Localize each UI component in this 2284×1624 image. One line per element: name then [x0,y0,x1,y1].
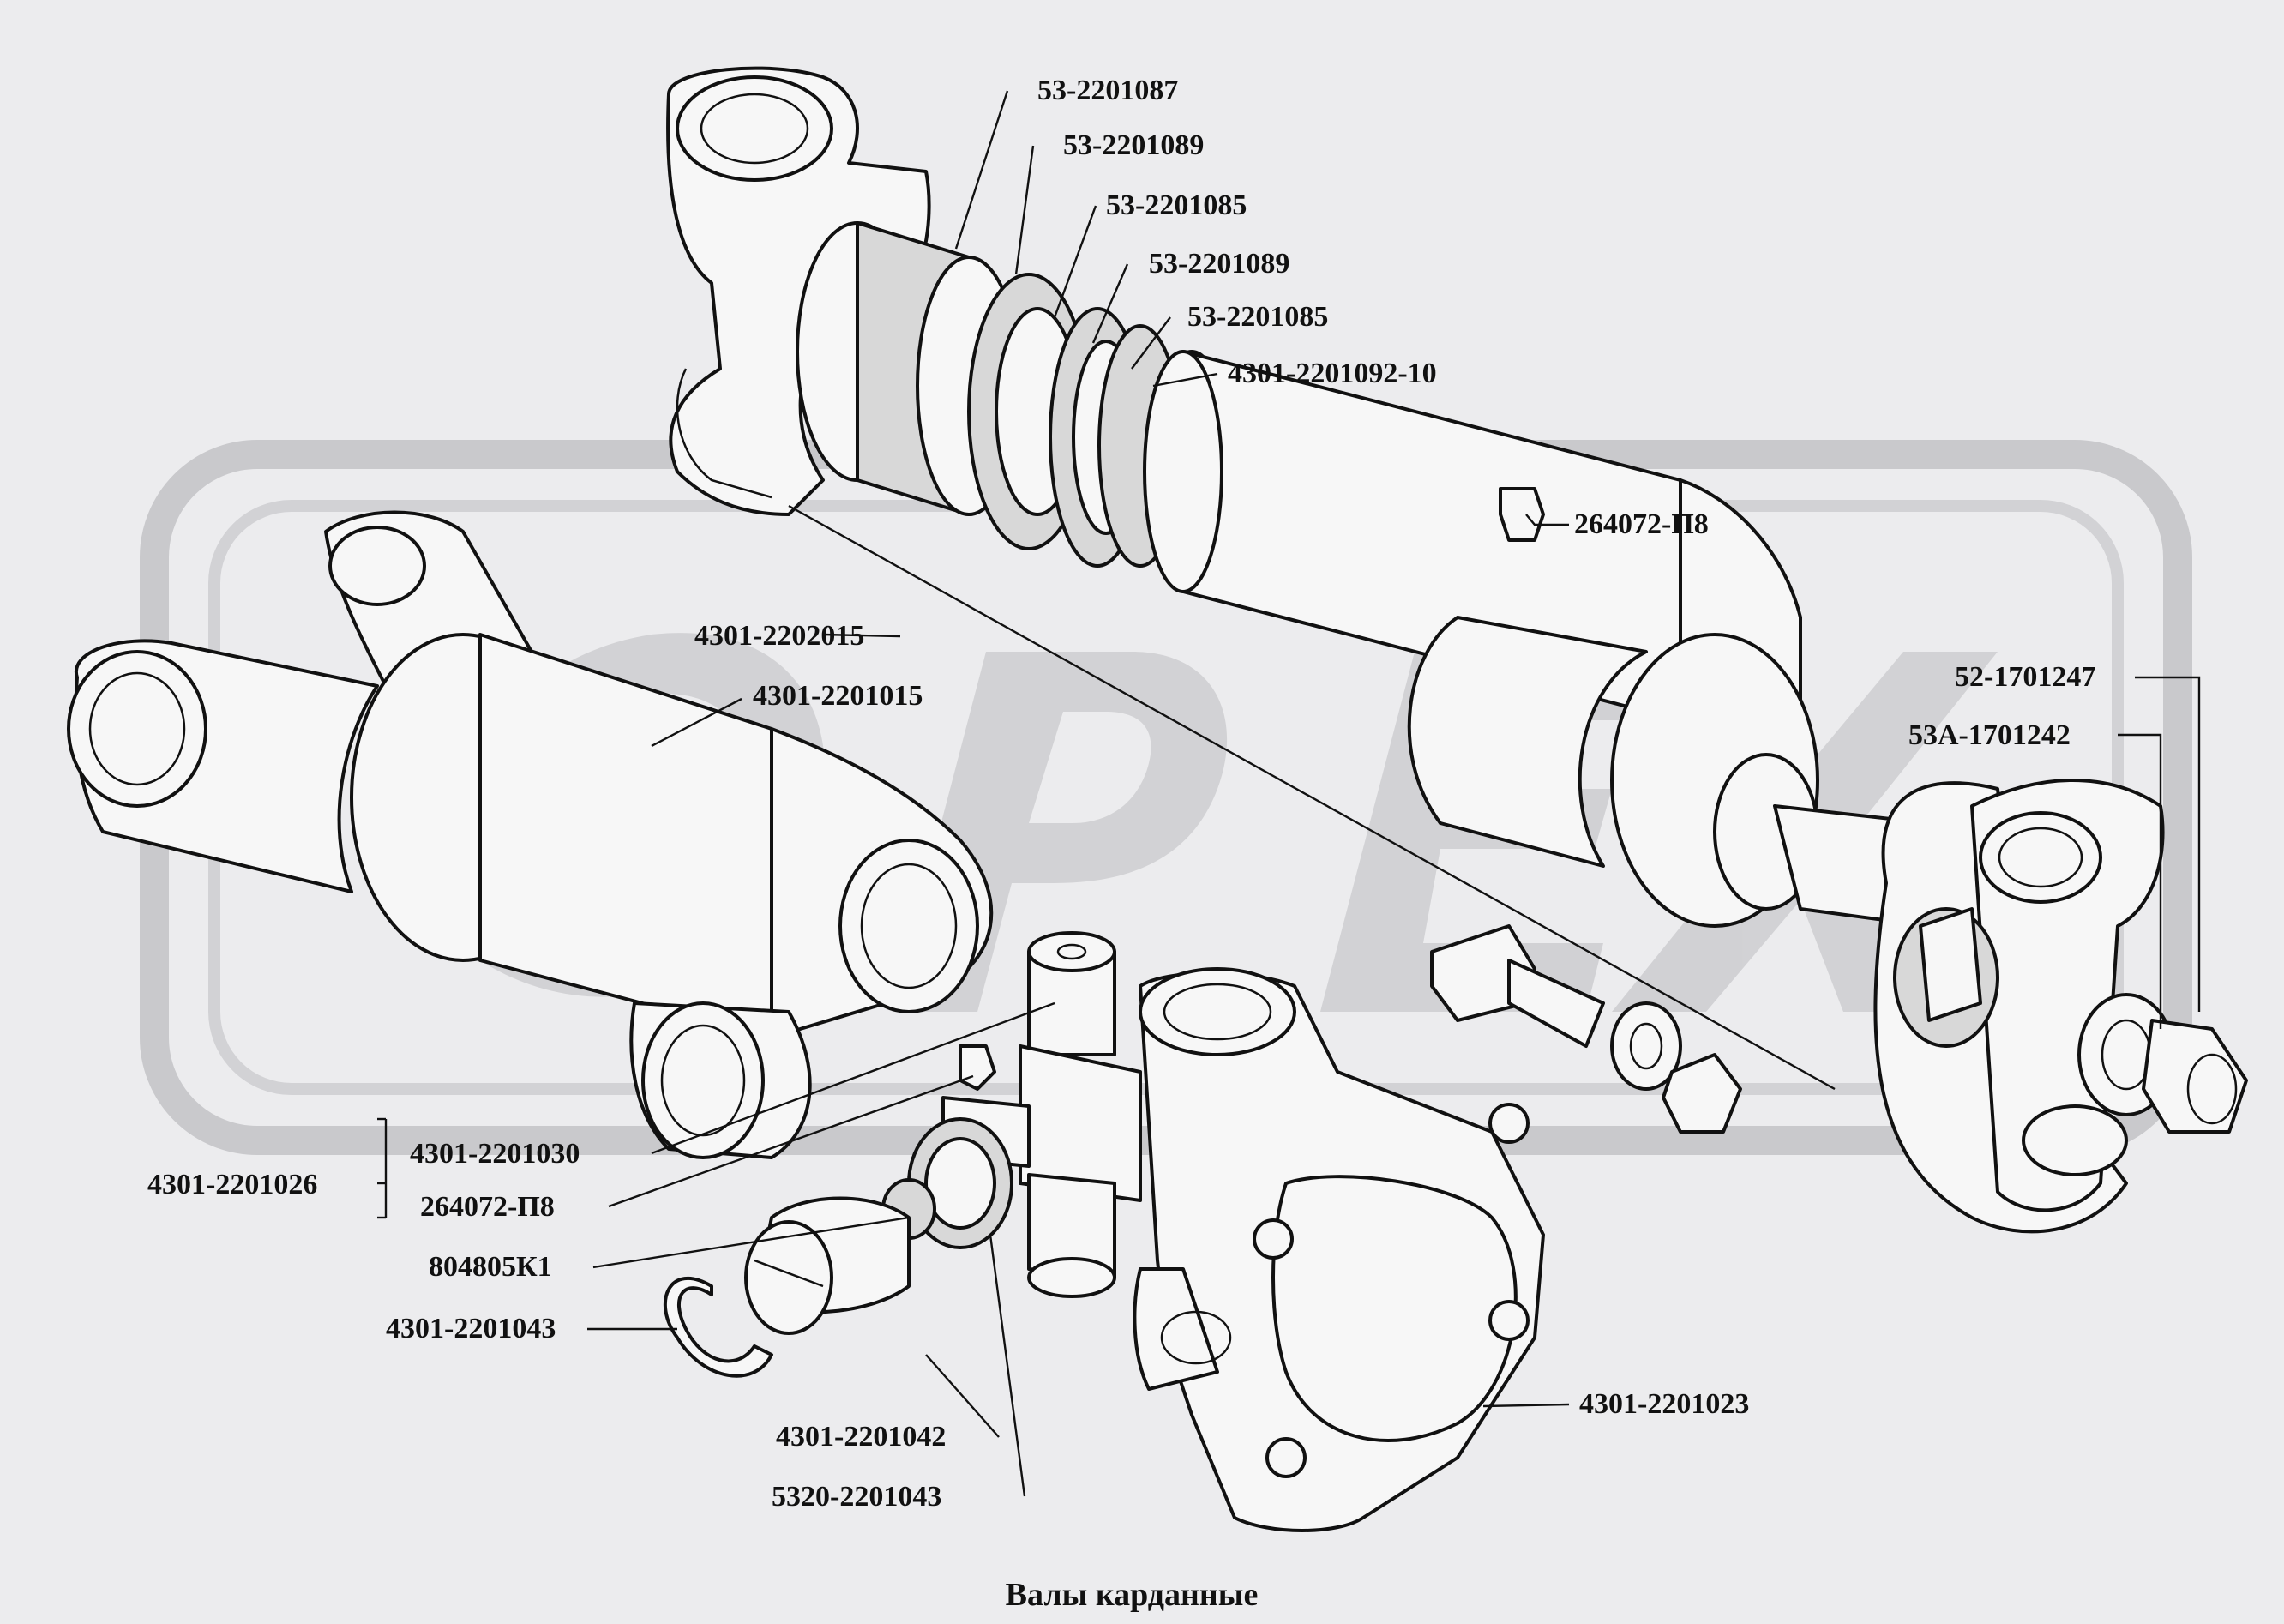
label-p19: 5320-2201043 [772,1481,941,1513]
label-p04: 53-2201089 [1149,248,1289,280]
label-p11: 53А-1701242 [1908,719,2071,751]
diagram-caption: Валы карданные [1006,1577,1259,1613]
label-p18: 4301-2201042 [776,1421,946,1453]
label-p17: 4301-2201023 [1579,1388,1749,1420]
top-yoke [666,66,931,516]
label-p08: 4301-2202015 [694,620,864,652]
right-washer-nut [2077,993,2248,1134]
label-p09: 4301-2201015 [753,680,923,712]
label-p16: 4301-2201043 [386,1313,556,1344]
label-p03: 53-2201085 [1106,189,1247,221]
label-p06: 4301-2201092-10 [1228,358,1437,389]
label-p10: 52-1701247 [1955,661,2095,693]
label-p15: 804805К1 [429,1251,552,1283]
label-p01: 53-2201087 [1037,75,1178,106]
bearing-cup-set [663,1117,1013,1378]
bolt-set [1430,924,1742,1134]
label-p05: 53-2201085 [1187,301,1328,333]
leader-lines [377,90,2201,1497]
flange-yoke [1133,967,1545,1532]
part-labels: 53-2201087 53-2201089 53-2201085 53-2201… [147,75,2095,1513]
spider-cross [941,931,1142,1298]
left-yoke-assembly [67,510,994,1159]
label-p07: 264072-П8 [1574,508,1709,540]
label-p02: 53-2201089 [1063,129,1204,161]
assembly-drawing [67,66,2248,1532]
label-p12: 4301-2201030 [410,1138,580,1170]
right-yoke [1610,633,2165,1234]
axis-line [788,504,1836,1091]
label-p13: 4301-2201026 [147,1169,317,1200]
label-p14: 264072-П8 [420,1191,555,1223]
